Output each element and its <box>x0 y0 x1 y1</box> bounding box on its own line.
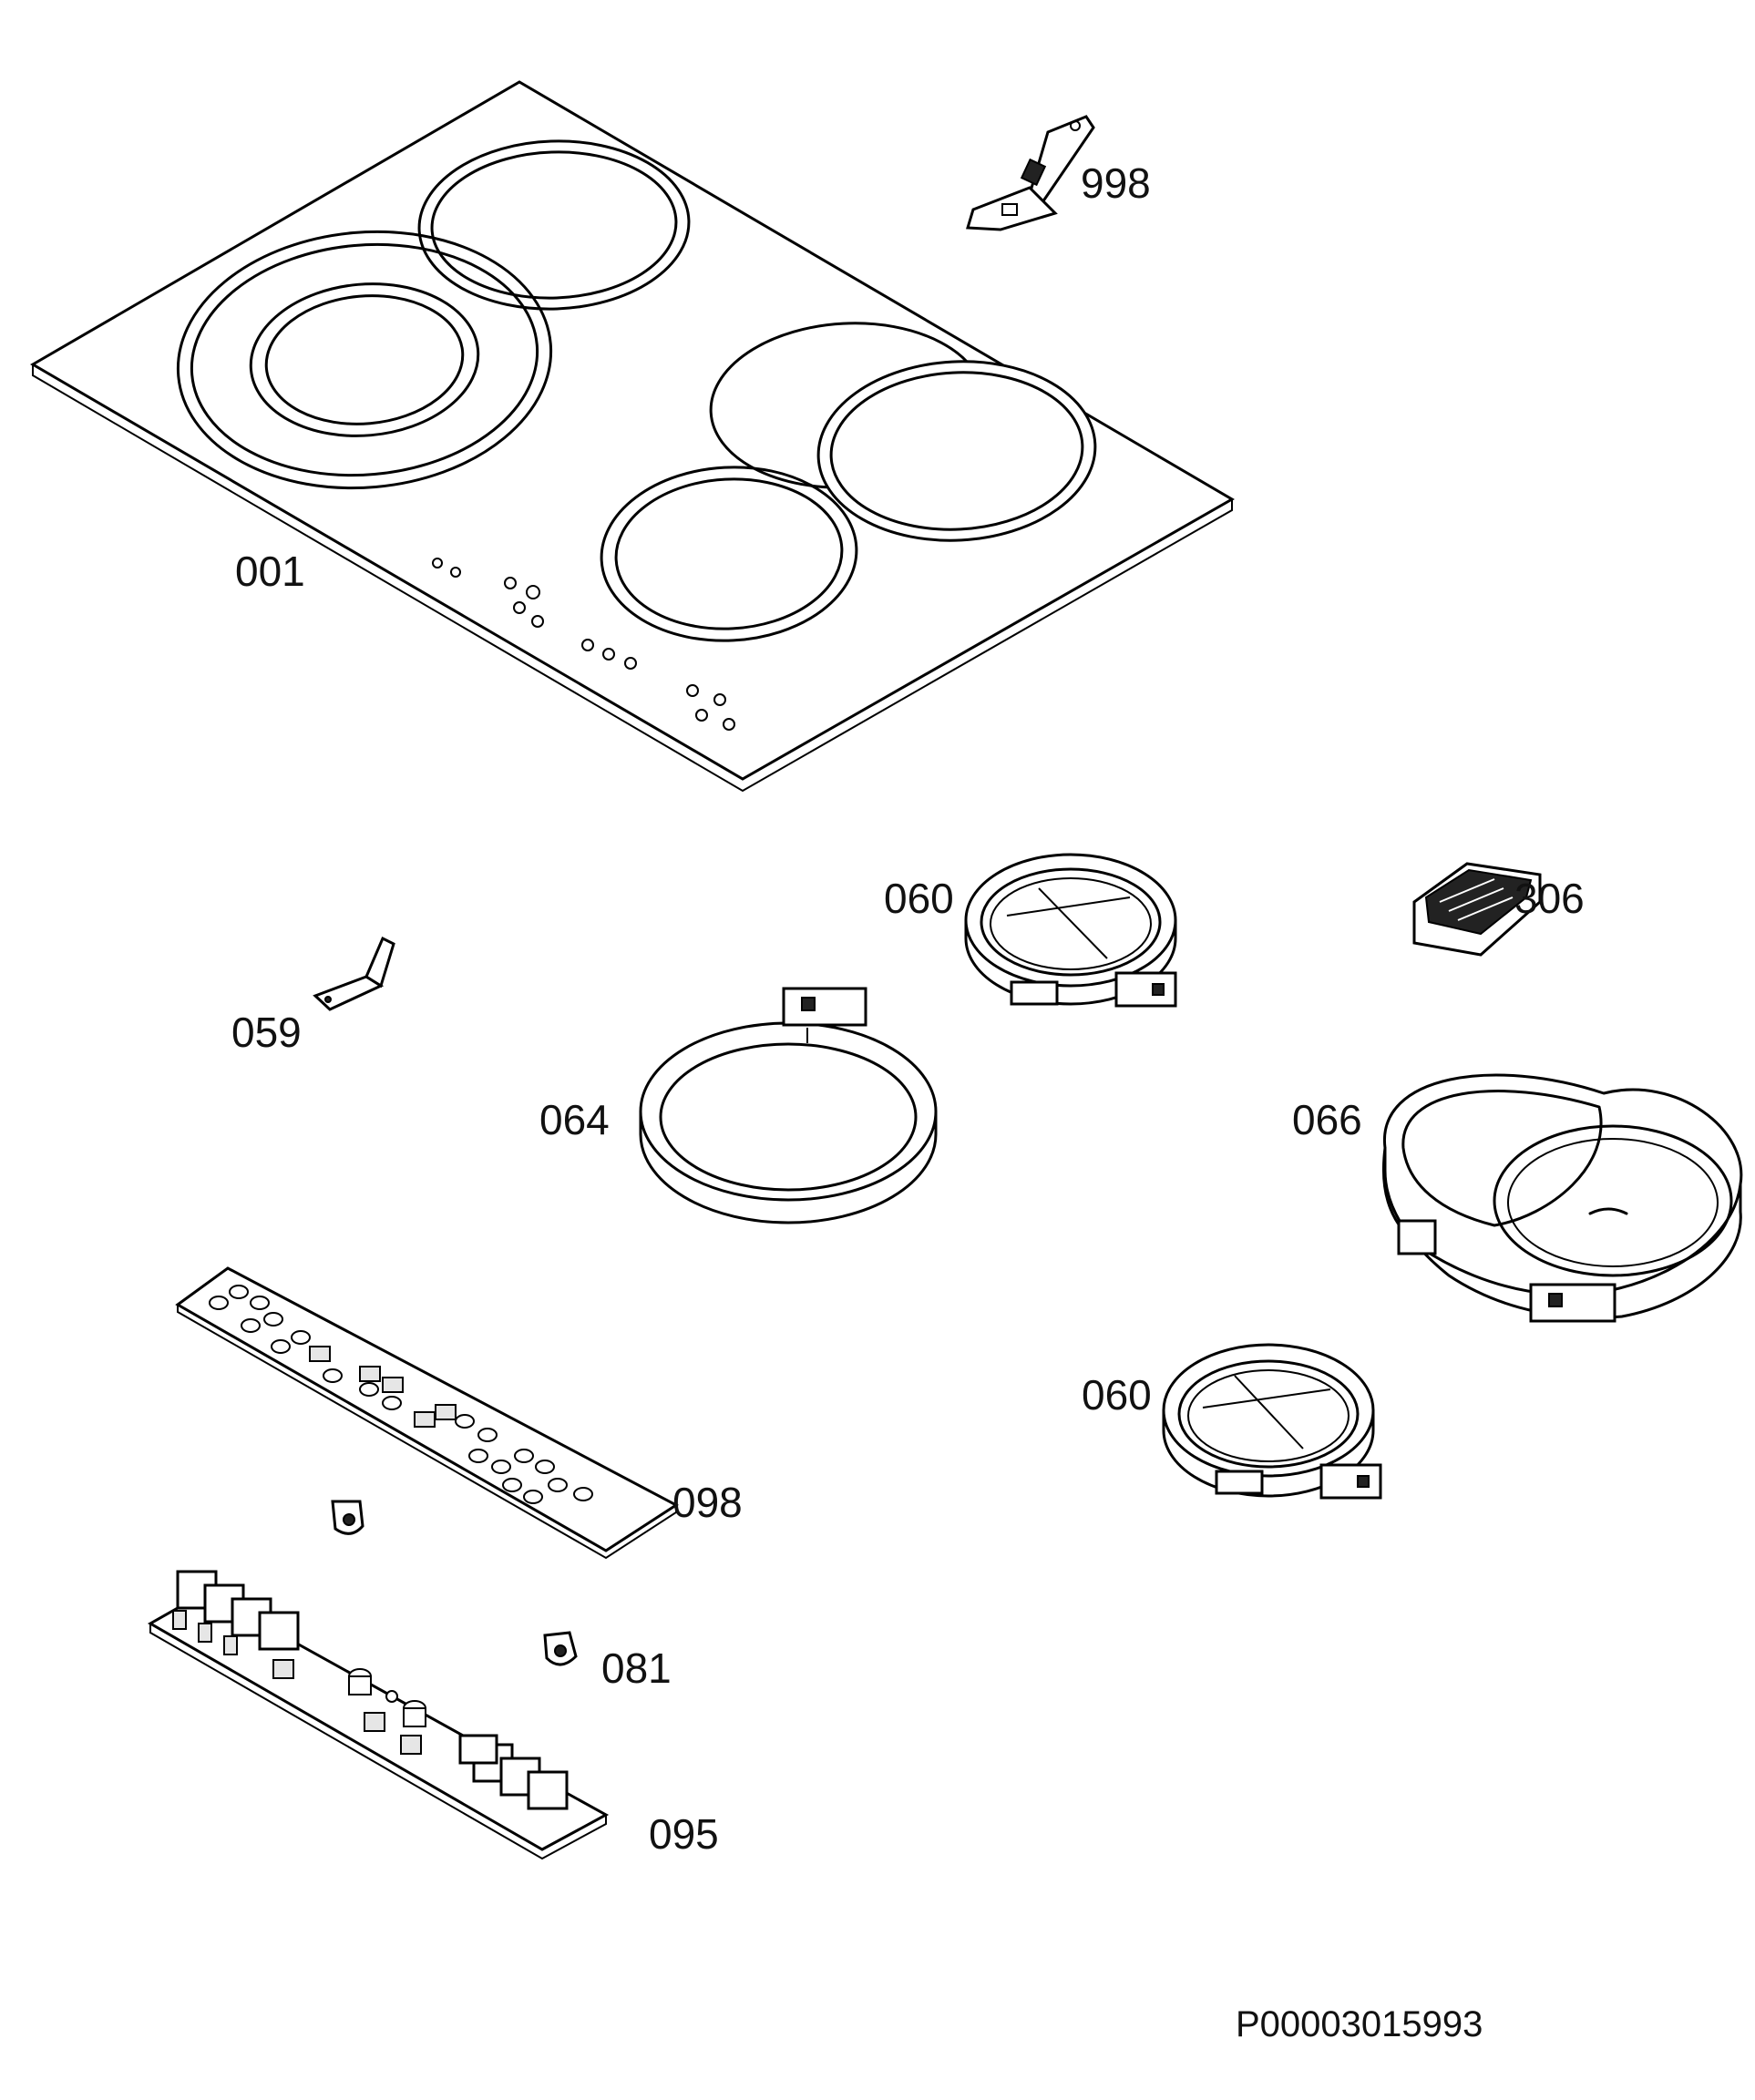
part-label-306: 306 <box>1514 875 1585 922</box>
part-label-095: 095 <box>649 1810 719 1858</box>
part-label-066: 066 <box>1292 1096 1362 1143</box>
spacer-081 <box>331 1500 578 1666</box>
part-label-060-lower: 060 <box>1082 1371 1152 1419</box>
heating-element-060-upper <box>964 853 1177 1008</box>
heating-element-060-lower <box>1162 1343 1382 1500</box>
part-label-064: 064 <box>539 1096 610 1143</box>
power-board-095 <box>147 1570 610 1860</box>
document-id: P00003015993 <box>1236 2004 1483 2044</box>
part-label-998: 998 <box>1081 159 1151 207</box>
connector-block-306 <box>1412 862 1542 957</box>
part-label-081: 081 <box>601 1644 672 1692</box>
part-label-059: 059 <box>231 1009 302 1056</box>
part-label-098: 098 <box>672 1479 743 1526</box>
heating-element-066 <box>1381 1073 1743 1323</box>
control-board-098 <box>175 1266 679 1560</box>
hob-glass-top <box>30 80 1235 793</box>
bracket-059 <box>313 936 395 1011</box>
part-label-060-upper: 060 <box>884 875 954 922</box>
scraper-part <box>966 115 1095 231</box>
heating-element-064 <box>639 987 938 1224</box>
part-label-001: 001 <box>235 548 305 595</box>
